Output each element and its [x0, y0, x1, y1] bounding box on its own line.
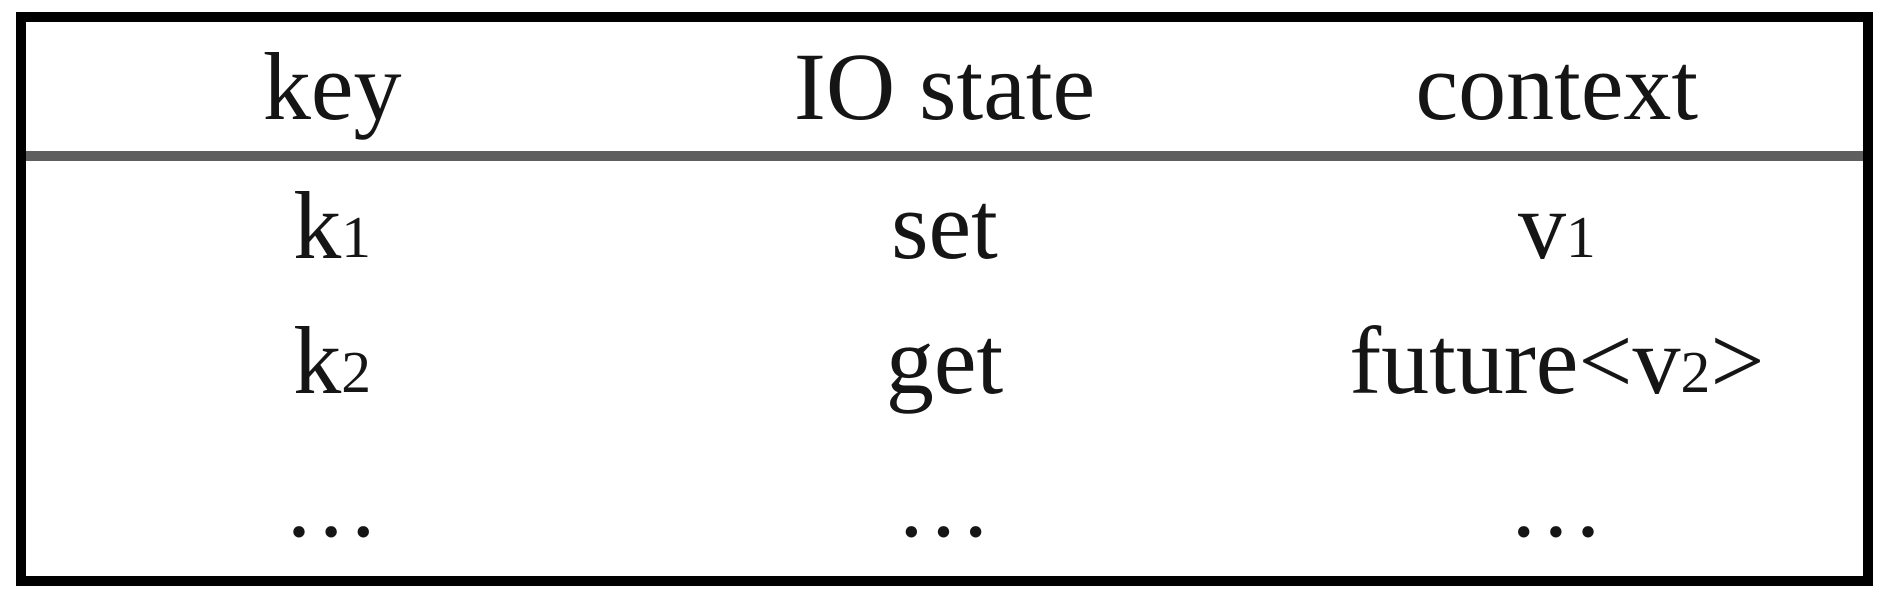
cell-io-state: get [885, 307, 1004, 414]
context-base: future<v [1349, 307, 1681, 414]
cell-key-ellipsis: … [283, 449, 382, 557]
header-cell-io-state: IO state [793, 32, 1096, 140]
cell-context-ellipsis: … [1507, 449, 1606, 557]
context-base: v [1517, 172, 1566, 279]
header-cell-context: context [1415, 32, 1699, 140]
header-row: key IO state context [26, 22, 1863, 151]
table-row: … … … [26, 431, 1863, 576]
header-cell-key: key [262, 32, 402, 140]
key-base: k [293, 172, 342, 279]
header-separator-rule [26, 151, 1863, 161]
cell-io-state-ellipsis: … [895, 449, 994, 557]
cell-io-state: set [891, 172, 998, 279]
key-base: k [293, 307, 342, 414]
context-post: > [1710, 307, 1765, 414]
